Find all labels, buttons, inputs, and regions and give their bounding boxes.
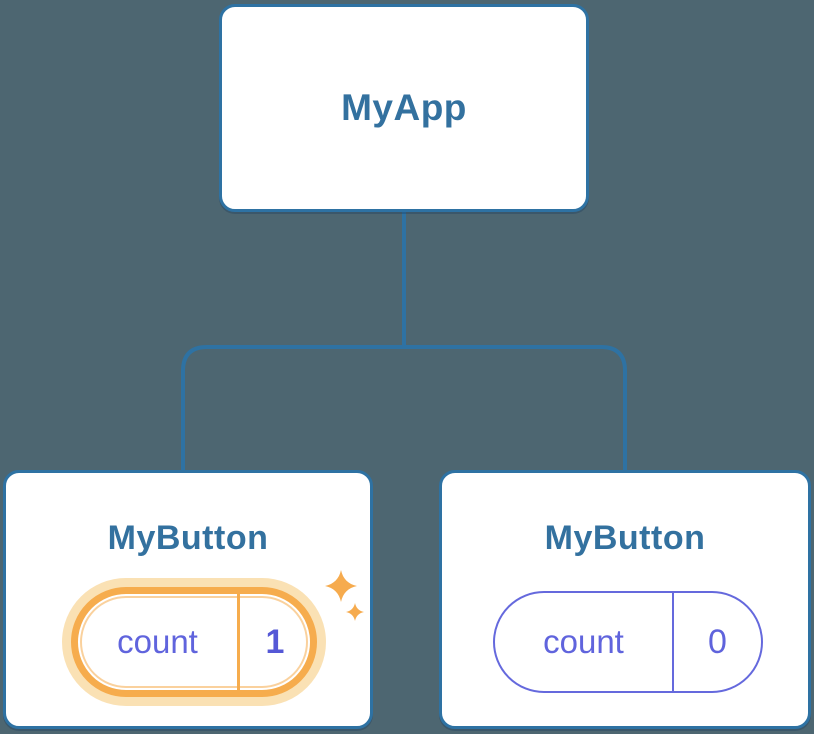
state-key-label: count (543, 623, 624, 660)
node-mybutton-plain: MyButton count 0 (439, 470, 811, 729)
connector-bracket (181, 345, 627, 470)
state-key-label: count (117, 623, 198, 660)
state-value: 0 (708, 622, 727, 661)
pill-divider (672, 593, 674, 691)
node-mybutton-highlighted: MyButton count 1 (3, 470, 373, 729)
node-myapp: MyApp (219, 4, 589, 212)
sparkle-icon (325, 570, 357, 602)
sparkle-icon (346, 603, 364, 621)
state-pill: count 0 (493, 591, 763, 693)
state-pill-highlighted: count 1 (71, 587, 317, 697)
node-mybutton-label: MyButton (544, 519, 706, 557)
node-myapp-label: MyApp (341, 87, 467, 128)
node-mybutton-label: MyButton (107, 519, 269, 557)
state-value: 1 (265, 622, 285, 661)
pill-divider (237, 594, 240, 690)
